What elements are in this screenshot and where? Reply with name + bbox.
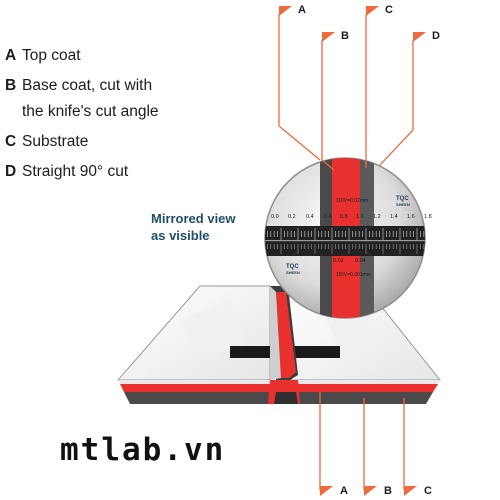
flag-markers (279, 6, 426, 496)
legend-item-c: C Substrate (5, 132, 88, 152)
magnifier-lens (264, 157, 426, 319)
flag-label-d-top: D (432, 30, 440, 42)
tick-label: 1.0 (356, 214, 364, 220)
panel-shading (180, 300, 245, 360)
tick-label: 1.4 (390, 214, 398, 220)
cut-groove-red (276, 292, 296, 378)
tick-label: 1.6 (407, 214, 415, 220)
tick-label: 0.8 (340, 214, 348, 220)
tick-label: 0.4 (306, 214, 314, 220)
scribe-mark-left (230, 346, 270, 358)
flag-d-top (413, 32, 426, 42)
pointer-line-a-top (278, 14, 321, 161)
flag-c-top (366, 6, 379, 16)
scale-top-ticks: 0.0 0.2 0.4 0.6 0.8 1.0 1.2 1.4 1.6 1.8 (271, 214, 441, 222)
tick-label: 0.6 (324, 214, 332, 220)
pointer-line-b-top (321, 40, 335, 171)
pointer-lines (278, 14, 414, 490)
tick-label: 1.8 (424, 214, 432, 220)
cut-edge-notch-dark (274, 392, 298, 404)
tick-label: 0.02 (333, 258, 344, 264)
flag-label-b-top: B (341, 30, 349, 42)
reticle-center-line (265, 240, 425, 242)
scribe-mark-right (288, 346, 340, 358)
legend-text: Straight 90° cut (22, 163, 129, 180)
tick-label: 0.0 (271, 214, 279, 220)
cut-groove-light (270, 286, 281, 380)
legend-key: A (5, 47, 17, 64)
legend-item-d: D Straight 90° cut (5, 162, 128, 182)
flag-label-a-top: A (298, 4, 306, 16)
scale-bottom-ticks: 0.02 0.04 (333, 258, 383, 266)
mirror-note-line2: as visible (151, 228, 210, 243)
coated-panel (116, 285, 442, 404)
legend-item-a: A Top coat (5, 46, 81, 66)
pointer-line-d-top (379, 40, 414, 166)
flag-a-bottom (320, 486, 333, 496)
flag-label-b-bottom: B (384, 485, 392, 497)
flag-b-top (322, 32, 335, 42)
legend-text: Base coat, cut with (22, 77, 153, 94)
flag-c-bottom (404, 486, 417, 496)
logo-text: TQC (286, 264, 299, 270)
reticle-ticks (267, 228, 425, 254)
legend-item-b-continuation: the knife's cut angle (22, 103, 159, 120)
watermark: mtlab.vn (60, 432, 226, 468)
flag-label-c-bottom: C (424, 485, 432, 497)
logo-text: TQC (396, 196, 409, 202)
legend-item-b: B Base coat, cut with (5, 76, 152, 96)
flag-label-a-bottom: A (340, 485, 348, 497)
legend-key: C (5, 133, 17, 150)
logo-subtext: SHEEN (286, 270, 300, 275)
lens-logo-bottom: TQC SHEEN (286, 264, 300, 276)
mirror-note-line1: Mirrored view (151, 211, 236, 226)
tick-label: 1.2 (373, 214, 381, 220)
scale-bottom-caption: 1DIV=0.001mm (336, 272, 371, 278)
legend-text: Top coat (22, 47, 81, 64)
flag-b-bottom (364, 486, 377, 496)
logo-subtext: SHEEN (396, 202, 410, 207)
tick-label: 0.04 (355, 258, 366, 264)
flag-a-top (279, 6, 292, 16)
mirrored-view-note: Mirrored view as visible (151, 210, 236, 244)
flag-label-c-top: C (385, 4, 393, 16)
lens-logo-top: TQC SHEEN (396, 196, 410, 208)
legend-text: Substrate (22, 133, 89, 150)
legend-key: D (5, 163, 17, 180)
tick-label: 0.2 (288, 214, 296, 220)
legend-key: B (5, 77, 17, 94)
scale-top-caption: 1DIV=0.02mm (336, 198, 369, 204)
